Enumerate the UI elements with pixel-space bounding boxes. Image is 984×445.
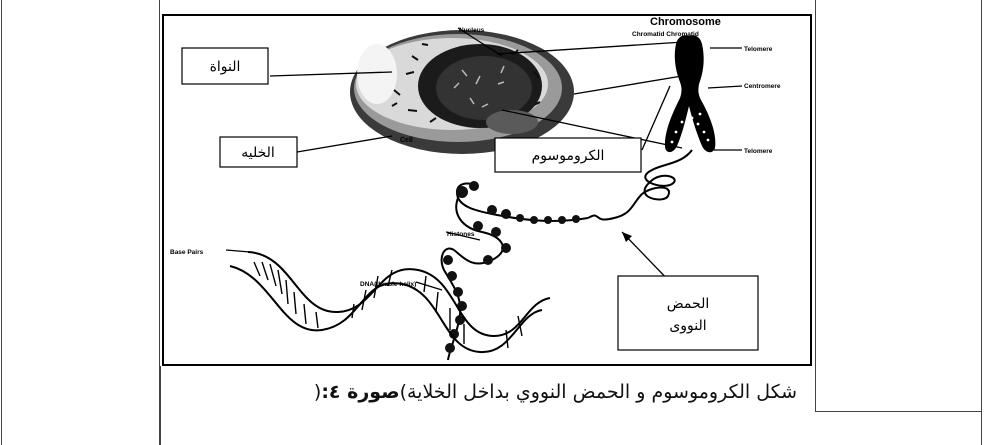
label-double-helix: DNA(double helix) <box>360 281 416 288</box>
box-chromosome-label: الكروموسوم <box>532 148 605 164</box>
label-chromatids: Chromatid Chromatid <box>632 31 699 38</box>
label-chromosome-title: Chromosome <box>650 16 721 28</box>
caption-label: صورة ٤: <box>321 381 399 403</box>
figure-caption: شكل الكروموسوم و الحمض النووي بداخل الخل… <box>160 372 815 412</box>
label-cell: Cell <box>400 137 413 144</box>
caption-bottom-rule <box>816 411 982 412</box>
box-dna: الحمض النووى <box>618 276 758 350</box>
column-divider-right <box>815 0 816 412</box>
label-nucleus: Nucleus <box>459 27 485 34</box>
page-border-right <box>981 0 982 445</box>
page-border-left <box>1 0 2 445</box>
label-base-pairs: Base Pairs <box>170 249 204 256</box>
box-dna-label-line1: الحمض <box>667 296 709 312</box>
box-chromosome: الكروموسوم <box>495 138 641 172</box>
caption-close-text: شكل الكروموسوم و الحمض النووي بداخل الخل… <box>400 381 797 403</box>
label-histones: Histones <box>447 231 475 238</box>
label-telomere-bottom: Telomere <box>744 148 773 155</box>
label-telomere-top: Telomere <box>744 46 773 53</box>
box-nucleus-label: النواة <box>210 59 241 75</box>
box-cell: الخليه <box>220 137 297 167</box>
chromosome-dna-figure: Chromosome Chromatid Chromatid Nucleus C… <box>162 14 812 366</box>
box-dna-label-line2: النووى <box>669 318 706 334</box>
box-cell-label: الخليه <box>241 145 275 161</box>
cell-illustration <box>350 30 574 154</box>
label-centromere: Centromere <box>744 83 781 90</box>
box-nucleus: النواة <box>182 48 268 84</box>
